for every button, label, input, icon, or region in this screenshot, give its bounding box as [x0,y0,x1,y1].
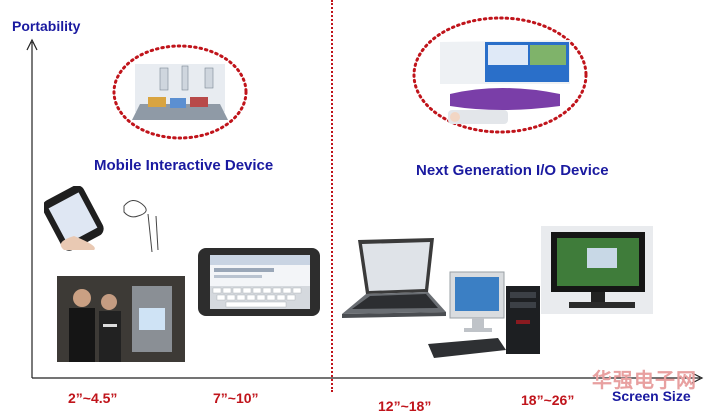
size-label-3: 12”~18” [378,398,432,414]
y-axis-label: Portability [12,18,81,34]
size-label-1: 2”~4.5” [68,390,118,406]
watermark-logo: 华强电子网 [592,370,697,392]
all-in-one-pc-image [541,226,653,314]
mobile-group-title: Mobile Interactive Device [94,157,274,174]
laptop-image [342,238,446,318]
mobile-ellipse [112,44,248,140]
next-gen-ellipse [412,16,588,134]
x-axis-label: Screen Size [612,388,691,404]
projected-io-image [440,40,570,124]
size-label-4: 18”~26” [521,392,575,408]
y-axis-arrow [26,38,38,51]
tabletop-display-image [132,64,228,120]
elevator-scene-photo [57,276,185,362]
tablet-image [198,248,320,316]
next-gen-group-title: Next Generation I/O Device [416,162,609,179]
desktop-pc-image [428,271,540,358]
size-label-2: 7”~10” [213,390,259,406]
x-axis-arrow [691,372,704,384]
section-divider [331,0,333,392]
smartphone-gesture-image [44,186,159,252]
